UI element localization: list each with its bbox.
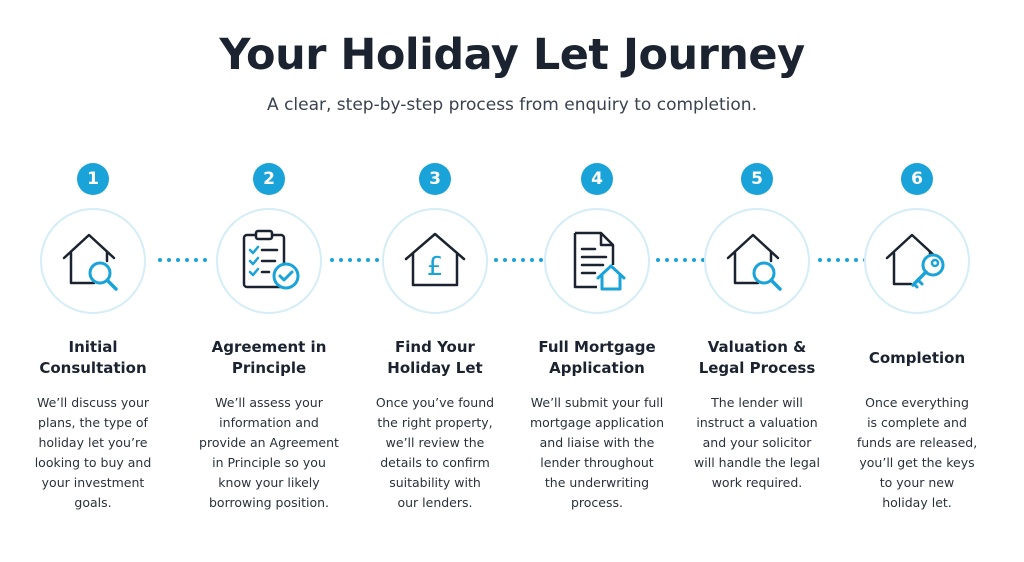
desc-line: information and [219,415,319,430]
desc-line: your investment [41,475,145,490]
desc-line: you’ll get the keys [859,455,975,470]
desc-line: know your likely [218,475,320,490]
step-title-line: Application [549,359,645,377]
checklist-icon [242,229,300,290]
step-title-line: Holiday Let [387,359,483,377]
desc-line: We’ll discuss your [36,395,150,410]
step-title-line: Initial [68,338,118,356]
step-title: Initial Consultation [13,337,173,379]
page-title: Your Holiday Let Journey [219,30,805,80]
step-connector [158,258,207,262]
desc-line: and liaise with the [539,435,655,450]
pound-sign-icon: £ [427,252,444,282]
step-6: 6 Completion Once everything is complete… [837,0,997,562]
step-4: 4 Full Mortgage Application We’ll submit… [517,0,677,562]
step-title-line: Valuation & [707,338,807,356]
step-icon-circle: £ [382,208,488,314]
desc-line: suitability with [389,475,481,490]
desc-line: The lender will [711,395,803,410]
page-subtitle: A clear, step-by-step process from enqui… [267,95,757,115]
step-icon-circle [40,208,146,314]
desc-line: mortgage application [529,415,664,430]
desc-line: looking to buy and [34,455,152,470]
desc-line: holiday let you’re [38,435,148,450]
step-description: We’ll submit your full mortgage applicat… [517,393,677,513]
step-title-line: Full Mortgage [538,338,656,356]
step-number-badge: 4 [581,163,613,195]
step-description: We’ll assess your information and provid… [189,393,349,513]
document-house-icon [573,231,626,291]
step-title-line: Completion [868,349,966,367]
step-title-line: Principle [231,359,307,377]
desc-line: the underwriting [544,475,650,490]
step-title: Completion [837,348,997,369]
step-connector [656,258,705,262]
step-description: Once everything is complete and funds ar… [837,393,997,513]
step-icon-circle [704,208,810,314]
desc-line: borrowing position. [208,495,330,510]
step-title-line: Agreement in [211,338,327,356]
desc-line: holiday let. [882,495,952,510]
step-description: We’ll discuss your plans, the type of ho… [13,393,173,513]
desc-line: to your new [879,475,955,490]
step-title: Find Your Holiday Let [355,337,515,379]
step-3: 3 £ Find Your Holiday Let Once you’ve fo… [355,0,515,562]
desc-line: Once everything [865,395,969,410]
desc-line: details to confirm [380,455,490,470]
desc-line: instruct a valuation [696,415,818,430]
desc-line: plans, the type of [38,415,148,430]
step-number-badge: 3 [419,163,451,195]
step-description: Once you’ve found the right property, we… [355,393,515,513]
step-title-line: Legal Process [698,359,816,377]
step-number-badge: 2 [253,163,285,195]
step-connector [330,258,379,262]
desc-line: work required. [711,475,803,490]
step-icon-circle [216,208,322,314]
step-title: Full Mortgage Application [517,337,677,379]
step-title-line: Find Your [395,338,475,356]
desc-line: We’ll assess your [215,395,323,410]
desc-line: Once you’ve found [375,395,495,410]
desc-line: our lenders. [397,495,473,510]
step-2: 2 Agreement in Principle We’ll assess yo… [189,0,349,562]
step-title-line: Consultation [39,359,147,377]
desc-line: We’ll submit your full [530,395,664,410]
desc-line: we’ll review the [385,435,485,450]
desc-line: funds are released, [856,435,978,450]
desc-line: is complete and [867,415,967,430]
desc-line: lender throughout [540,455,654,470]
desc-line: will handle the legal [694,455,820,470]
step-icon-circle [544,208,650,314]
step-5: 5 Valuation & Legal Process The lender w… [677,0,837,562]
house-search-icon [62,233,118,291]
step-number-badge: 6 [901,163,933,195]
house-pound-icon: £ [404,232,466,287]
step-description: The lender will instruct a valuation and… [677,393,837,493]
step-number-badge: 5 [741,163,773,195]
step-title: Agreement in Principle [189,337,349,379]
desc-line: in Principle so you [212,455,326,470]
house-key-icon [885,233,945,289]
desc-line: provide an Agreement [199,435,339,450]
desc-line: the right property, [377,415,493,430]
desc-line: and your solicitor [702,435,812,450]
desc-line: process. [570,495,623,510]
desc-line: goals. [74,495,112,510]
step-1: 1 Initial Consultation We’ll discuss you… [13,0,173,562]
step-number-badge: 1 [77,163,109,195]
house-search-icon [726,233,782,291]
step-icon-circle [864,208,970,314]
step-title: Valuation & Legal Process [677,337,837,379]
step-connector [494,258,543,262]
